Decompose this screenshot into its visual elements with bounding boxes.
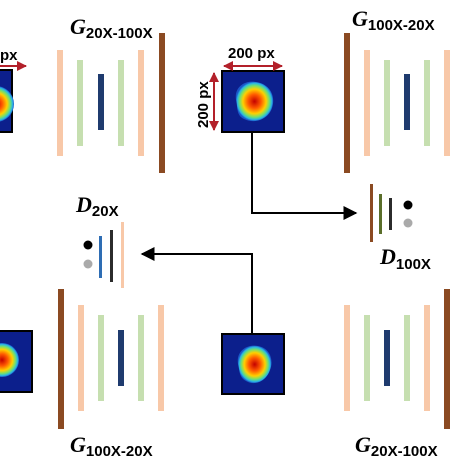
label-d-100x: D100X [379,244,431,273]
label-g-top-right: G100X-20X [352,6,435,34]
layer-peach [138,50,144,156]
layer-bottleneck [404,74,410,130]
arrow-to-d20x [140,247,253,333]
label-d-20x: D20X [75,192,119,220]
dimension-partial-top-left: px [0,47,18,64]
dimension-height-label: 200 px [195,81,212,128]
layer-peach [57,50,63,156]
layer-bottleneck [118,330,124,386]
generator-bottom-left [58,289,164,429]
layer-green [77,60,83,146]
disc-layer-dark [389,198,392,230]
layer-bottleneck [384,330,390,386]
layer-green [138,315,144,401]
layer-green [98,315,104,401]
generator-top-left [57,33,165,173]
arrow-to-d100x [251,133,358,220]
layer-green [364,315,370,401]
disc-layer-peach [121,222,124,288]
generated-image-bottom-left [0,330,33,393]
layer-output [58,289,64,429]
layer-peach [78,305,84,411]
layer-green [118,60,124,146]
layer-green [424,60,430,146]
input-image-top-left [0,69,14,133]
layer-bottleneck [98,74,104,130]
disc-layer-olive [379,194,382,234]
layer-peach [364,50,370,156]
output-dot-black [83,240,93,250]
layer-peach [444,50,450,156]
layer-green [404,315,410,401]
layer-green [384,60,390,146]
disc-layer-blue [99,236,102,278]
layer-peach [424,305,430,411]
label-g-bottom-left: G100X-20X [70,432,153,460]
layer-output [444,289,450,429]
generator-bottom-right [344,289,450,429]
discriminator-d20x [83,222,124,288]
layer-output [344,33,350,173]
disc-layer-dark [110,230,113,282]
label-g-top-left: G20X-100X [70,14,153,42]
real-image-100x [221,70,285,133]
output-dot-black [403,200,413,210]
dimension-width-label: 200 px [228,45,275,62]
label-g-bottom-right: G20X-100X [355,432,438,460]
output-dot-gray [403,218,413,228]
generator-top-right [344,33,450,173]
real-image-20x [221,333,285,395]
layer-peach [158,305,164,411]
output-dot-gray [83,259,93,269]
layer-output [159,33,165,173]
layer-peach [344,305,350,411]
disc-layer-brown [370,184,373,242]
discriminator-d100x [370,184,413,242]
